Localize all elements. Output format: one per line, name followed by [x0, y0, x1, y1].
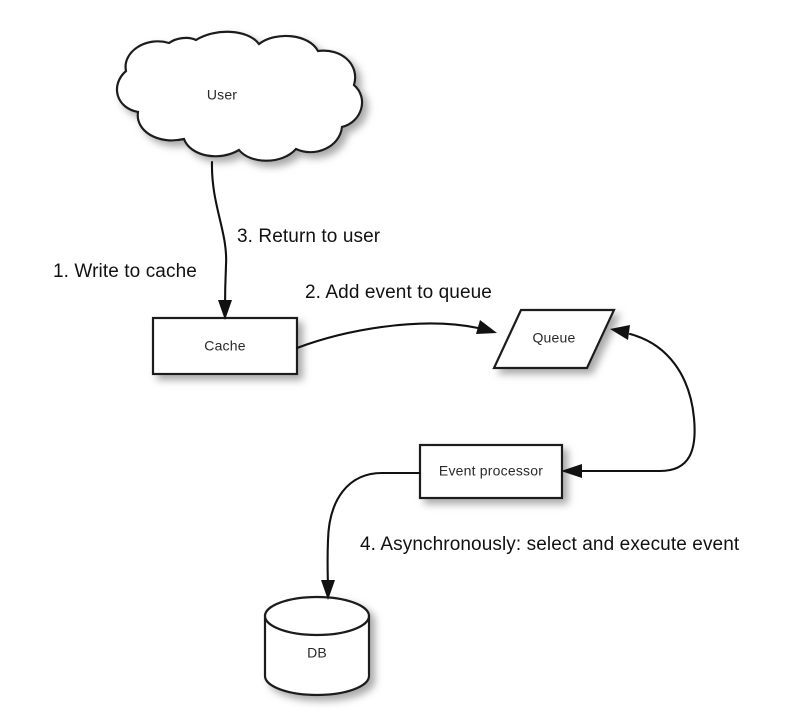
queue-label: Queue: [532, 330, 575, 346]
db-cylinder-top: [263, 595, 371, 637]
cache-label: Cache: [204, 338, 245, 354]
node-db[interactable]: DB: [263, 595, 371, 697]
node-user[interactable]: User: [116, 30, 364, 162]
processor-to-db-line: [326, 471, 422, 592]
processor-to-db-arrowhead: [321, 580, 335, 600]
node-cache[interactable]: Cache: [151, 316, 299, 376]
edge-cache-to-queue: [295, 320, 497, 350]
step-label-4: 4. Asynchronously: select and execute ev…: [360, 534, 740, 555]
event-processor-label: Event processor: [439, 463, 543, 479]
cache-rect-shape: [151, 316, 299, 376]
edge-queue-processor-loop: [561, 325, 696, 478]
node-queue[interactable]: Queue: [492, 308, 616, 370]
user-cloud-shape: [116, 30, 364, 162]
user-label: User: [207, 87, 237, 103]
queue-parallelogram-shape: [492, 308, 616, 370]
db-cylinder-body: [263, 614, 371, 697]
edge-processor-to-db: [321, 471, 422, 600]
event-processor-rect-shape: [418, 443, 564, 500]
step-label-1: 1. Write to cache: [53, 261, 197, 282]
cache-to-queue-line: [295, 322, 480, 350]
node-event-processor[interactable]: Event processor: [418, 443, 564, 500]
step-label-2: 2. Add event to queue: [305, 282, 492, 303]
user-to-cache-line: [210, 160, 228, 312]
edge-user-to-cache: [210, 160, 232, 320]
loop-arrowhead-to-processor: [561, 464, 582, 478]
cache-to-queue-arrowhead: [476, 320, 497, 334]
queue-processor-loop-line: [578, 332, 696, 473]
loop-arrowhead-to-queue: [610, 325, 630, 340]
db-label: DB: [307, 645, 327, 661]
user-to-cache-arrowhead: [218, 300, 232, 320]
step-label-3: 3. Return to user: [237, 226, 381, 247]
